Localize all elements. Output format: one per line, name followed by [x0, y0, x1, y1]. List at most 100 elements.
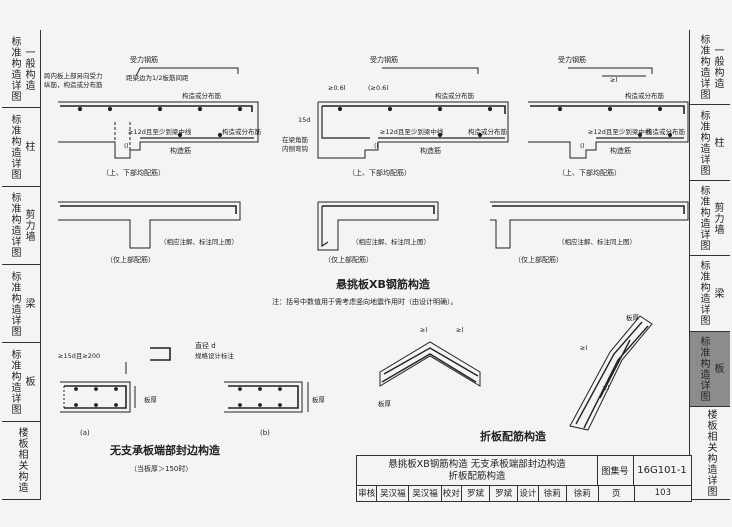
left-tab-label: 标准构造详图: [9, 113, 20, 180]
designer-name: 徐莉: [539, 485, 567, 501]
fig3-top-label: 受力钢筋: [558, 55, 586, 64]
fold-la-lower: ≥l: [602, 384, 609, 392]
end-seal-subtitle: （当板厚＞150时）: [130, 464, 192, 473]
left-tab-label: 标准构造详图: [9, 348, 20, 415]
right-tab-floor-related[interactable]: 楼板相关构造详图: [690, 407, 730, 501]
reviewer-name: 吴汉福: [377, 485, 410, 501]
checker-name: 罗斌: [462, 485, 491, 501]
left-tab-column[interactable]: 标准构造详图柱: [2, 108, 40, 187]
fig2-dist-note: 构造或分布筋: [435, 91, 475, 100]
section-note: 注：括号中数值用于需考虑竖向地震作用时（由设计明确）。: [272, 297, 458, 306]
fig3-dim-note: ≥l: [610, 76, 617, 84]
right-tab-sub: 剪力墙: [712, 201, 723, 235]
left-tab-beam[interactable]: 标准构造详图梁: [2, 265, 40, 344]
fig2-anchor-note: ≥12d且至少到梁中线: [380, 127, 444, 136]
fig1-caption: （上、下部均配筋）: [102, 168, 165, 177]
title-block-title: 悬挑板XB钢筋构造 无支承板端部封边构造 折板配筋构造: [357, 456, 598, 486]
right-tab-label: 标准构造详图: [698, 109, 709, 176]
fig6-note: （相应注解、标注同上图）: [558, 237, 636, 246]
fig1-bottom-label: 构造筋: [170, 146, 191, 155]
fig2-top-label: 受力钢筋: [370, 55, 398, 64]
fig1-anchor-note: ≥12d且至少到梁中线: [128, 127, 192, 136]
fig3-dist-note: 构造或分布筋: [625, 91, 665, 100]
fig1-left-note-2: 纵筋，构造或分布筋: [44, 80, 103, 89]
atlas-label: 图集号: [597, 456, 634, 486]
fold-thickness-left: 板厚: [378, 399, 392, 408]
end-seal-spec-note: 规格设计标注: [195, 351, 235, 360]
fig2-right-note: 构造或分布筋: [468, 127, 508, 136]
title-block-sign-row: 审核 吴汉福 吴汉福 校对 罗斌 罗斌 设计 徐莉 徐莉 页 103: [357, 485, 691, 501]
fold-thickness-right: 板厚: [626, 313, 640, 322]
review-label: 审核: [357, 485, 378, 501]
left-tab-floor-related[interactable]: 楼板相关构造: [2, 422, 40, 500]
figure-folded-slab: [379, 315, 653, 431]
fig3-bottom-label: 构造筋: [610, 146, 631, 155]
end-seal-title: 无支承板端部封边构造: [109, 443, 221, 457]
figure-end-seal-a: [60, 347, 171, 413]
fold-la-upper: ≥l: [580, 344, 587, 352]
end-seal-thickness-b: 板厚: [312, 395, 326, 404]
detail-drawings: 受力钢筋 跨内板上部另向受力 纵筋，构造或分布筋 距梁边为1/2板筋间距 构造或…: [44, 55, 689, 473]
end-seal-thickness-a: 板厚: [144, 395, 158, 404]
left-tab-sub: 柱: [23, 141, 34, 153]
fig6-caption: （仅上部配筋）: [514, 255, 563, 264]
fig2-beam-note-1: 在梁角筋: [282, 135, 309, 144]
fig4-caption: （仅上部配筋）: [106, 255, 155, 264]
fig2-bottom-label: 构造筋: [420, 146, 441, 155]
checker-signature: 罗斌: [490, 485, 519, 501]
figure-cantilever-2: [317, 67, 509, 159]
end-seal-label-a: (a): [80, 429, 90, 437]
title-line-1: 悬挑板XB钢筋构造 无支承板端部封边构造: [388, 458, 566, 470]
figure-cantilever-5: [317, 201, 439, 251]
right-tab-shear-wall[interactable]: 标准构造详图剪力墙: [690, 181, 730, 257]
fig2-la-note: (l: [374, 142, 379, 150]
left-tab-label: 楼板相关构造: [16, 427, 27, 494]
fig3-right-note: 构造或分布筋: [646, 127, 686, 136]
left-tab-label: 标准构造详图: [9, 270, 20, 337]
fig3-anchor-note: ≥12d且至少到梁中线: [588, 127, 652, 136]
fig2-caption: （上、下部均配筋）: [348, 168, 411, 177]
fig1-right-note: 构造或分布筋: [222, 127, 262, 136]
right-tab-label: 标准构造详图: [698, 335, 709, 402]
fig5-caption: （仅上部配筋）: [324, 255, 373, 264]
fold-la-left: ≥l: [420, 326, 427, 334]
fig2-beam-note-2: 内侧弯钩: [282, 144, 309, 153]
right-tab-general[interactable]: 标准构造详图一般构造: [690, 30, 730, 106]
figure-cantilever-4: [58, 201, 241, 249]
fig1-spacing-note: 距梁边为1/2板筋间距: [126, 73, 189, 82]
page-number: 103: [654, 488, 671, 498]
end-seal-label-b: (b): [260, 429, 270, 437]
fold-title: 折板配筋构造: [480, 429, 547, 443]
fig1-la-note: (l: [124, 142, 129, 150]
right-tab-beam[interactable]: 标准构造详图梁: [690, 256, 730, 332]
figure-end-seal-b: [224, 381, 309, 413]
left-tab-general[interactable]: 标准构造详图一般构造: [2, 30, 40, 109]
left-tab-sub: 梁: [23, 298, 34, 310]
figure-cantilever-3: [528, 67, 689, 159]
figure-cantilever-6: [490, 201, 689, 249]
fig3-la-note: (l: [580, 142, 585, 150]
left-tab-label: 标准构造详图: [9, 192, 20, 259]
right-tab-sub: 一般构造: [712, 45, 723, 90]
right-tab-label: 标准构造详图: [698, 260, 709, 327]
right-tab-sub: 梁: [712, 287, 723, 299]
end-seal-diameter-label: 直径 d: [195, 341, 216, 350]
fig1-dist-note: 构造或分布筋: [182, 91, 222, 100]
atlas-number: 16G101-1: [633, 456, 691, 486]
left-tab-shear-wall[interactable]: 标准构造详图剪力墙: [2, 187, 40, 265]
left-tab-slab[interactable]: 标准构造详图板: [2, 343, 40, 422]
left-sidebar: 标准构造详图一般构造 标准构造详图柱 标准构造详图剪力墙 标准构造详图梁 标准构…: [2, 30, 41, 500]
fig1-top-label: 受力钢筋: [130, 55, 158, 64]
left-tab-sub: 板: [23, 376, 34, 388]
title-block: 悬挑板XB钢筋构造 无支承板端部封边构造 折板配筋构造 图集号 16G101-1…: [356, 455, 692, 502]
end-seal-dim-note: ≥15d且≥200: [58, 352, 100, 360]
left-tab-sub: 一般构造: [23, 46, 34, 91]
reviewer-signature: 吴汉福: [409, 485, 442, 501]
right-tab-sub: 板: [712, 363, 723, 375]
right-tab-slab[interactable]: 标准构造详图板: [690, 331, 730, 408]
right-tab-label: 标准构造详图: [698, 185, 709, 252]
right-sidebar: 标准构造详图一般构造 标准构造详图柱 标准构造详图剪力墙 标准构造详图梁 标准构…: [689, 30, 730, 501]
right-tab-column[interactable]: 标准构造详图柱: [690, 105, 730, 181]
right-tab-label: 标准构造详图: [698, 34, 709, 101]
